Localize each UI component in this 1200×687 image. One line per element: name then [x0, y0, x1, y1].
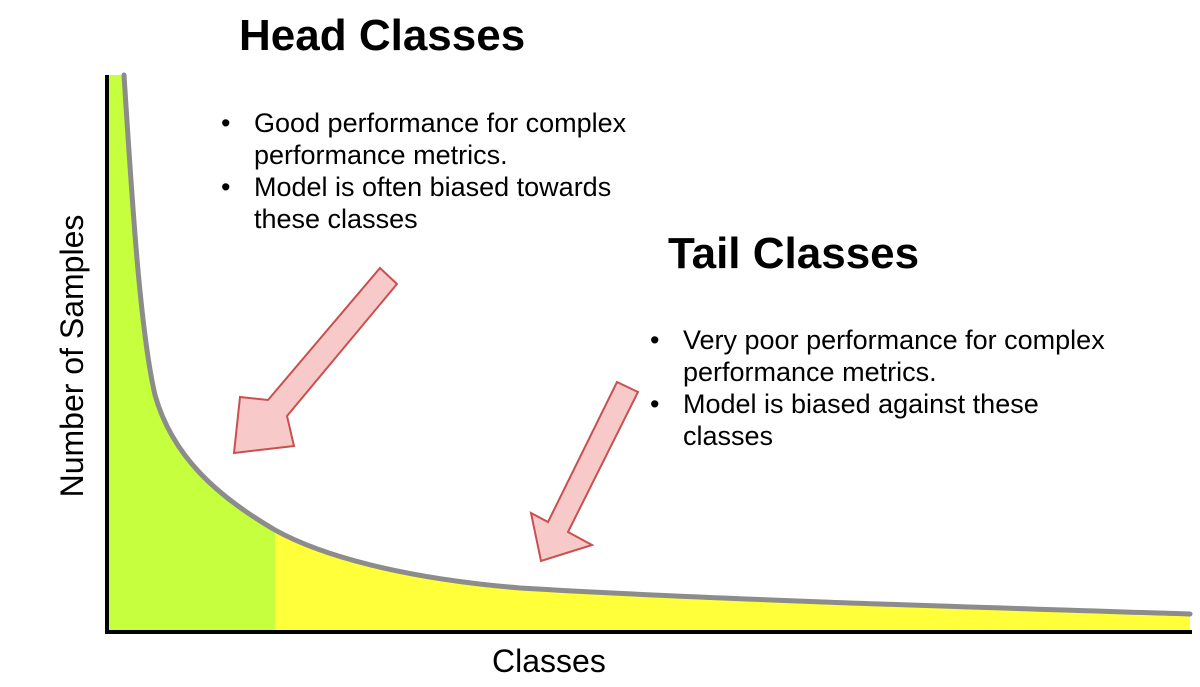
head-classes-title: Head Classes [239, 11, 526, 60]
tail-classes-notes: Very poor performance for complex perfor… [650, 324, 1120, 452]
tail-note-performance: Very poor performance for complex perfor… [650, 324, 1120, 388]
tail-region [275, 530, 1190, 632]
head-region [107, 75, 275, 632]
head-classes-notes: Good performance for complex performance… [221, 107, 681, 235]
tail-classes-title: Tail Classes [668, 229, 920, 278]
head-arrow [232, 266, 399, 455]
head-note-performance: Good performance for complex performance… [221, 107, 681, 171]
tail-note-bias: Model is biased against these classes [650, 388, 1120, 452]
head-note-bias: Model is often biased towards these clas… [221, 171, 681, 235]
distribution-curve [121, 72, 1193, 617]
x-axis-label: Classes [492, 643, 606, 679]
y-axis-label: Number of Samples [54, 214, 90, 498]
tail-arrow [529, 380, 640, 563]
